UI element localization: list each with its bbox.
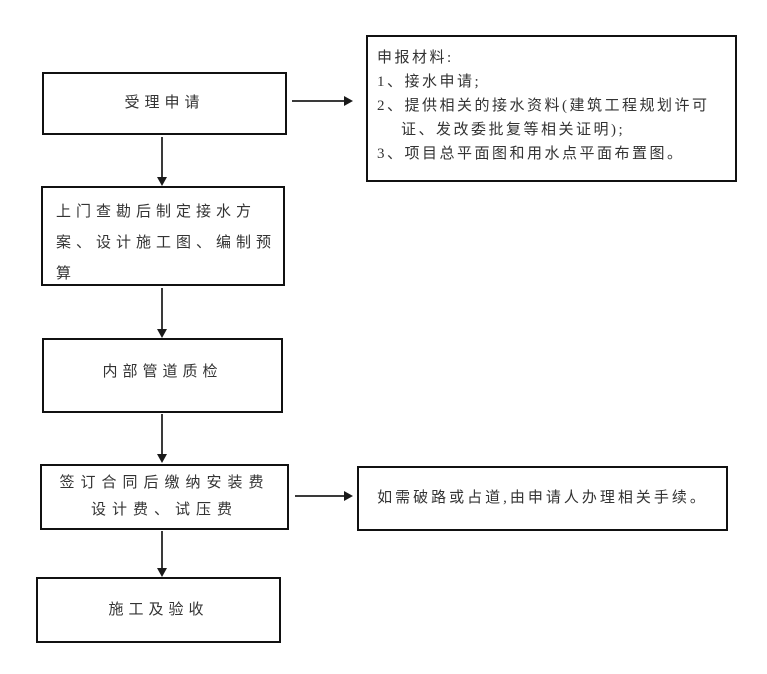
materials-title: 申报材料: — [377, 50, 454, 66]
arrow-shaft — [161, 288, 163, 330]
arrow-head — [157, 568, 167, 577]
flow-step-label-line1: 上门查勘后制定接水方 — [56, 204, 257, 220]
arrow-shaft — [295, 495, 345, 497]
flow-step-sign-contract-pay-fees: 签订合同后缴纳安装费 设计费、试压费 — [40, 464, 289, 530]
flow-step-internal-pipe-inspection: 内部管道质检 — [42, 338, 283, 413]
arrow-head — [157, 177, 167, 186]
flow-step-label: 受理申请 — [124, 95, 205, 112]
materials-item-2: 2、提供相关的接水资料(建筑工程规划许可证、发改委批复等相关证明); — [377, 98, 710, 138]
flow-step-accept-application: 受理申请 — [42, 72, 287, 135]
flow-step-survey-design-budget: 上门查勘后制定接水方 案、设计施工图、编制预 算 — [41, 186, 285, 286]
arrow-head — [344, 96, 353, 106]
annotation-road-occupation-note: 如需破路或占道,由申请人办理相关手续。 — [357, 466, 728, 531]
arrow-right-icon — [292, 96, 353, 106]
flow-step-label-line2: 设计费、试压费 — [90, 502, 238, 518]
arrow-head — [344, 491, 353, 501]
flow-step-label-line1: 签订合同后缴纳安装费 — [59, 475, 270, 491]
arrow-shaft — [292, 100, 345, 102]
arrow-head — [157, 454, 167, 463]
arrow-shaft — [161, 137, 163, 178]
flow-step-label: 内部管道质检 — [102, 364, 223, 381]
arrow-down-icon — [157, 137, 167, 186]
arrow-down-icon — [157, 288, 167, 338]
arrow-right-icon — [295, 491, 353, 501]
flow-step-label-line3: 算 — [56, 266, 77, 282]
flow-step-label: 施工及验收 — [108, 601, 209, 618]
flow-step-label-line2: 案、设计施工图、编制预 — [56, 235, 277, 251]
arrow-shaft — [161, 414, 163, 455]
materials-item-1: 1、接水申请; — [377, 74, 482, 90]
annotation-label: 如需破路或占道,由申请人办理相关手续。 — [377, 490, 708, 507]
arrow-down-icon — [157, 414, 167, 463]
arrow-shaft — [161, 531, 163, 569]
arrow-head — [157, 329, 167, 338]
flow-step-construction-acceptance: 施工及验收 — [36, 577, 281, 643]
materials-item-3: 3、项目总平面图和用水点平面布置图。 — [377, 146, 685, 162]
arrow-down-icon — [157, 531, 167, 577]
annotation-application-materials: 申报材料: 1、接水申请; 2、提供相关的接水资料(建筑工程规划许可证、发改委批… — [366, 35, 737, 182]
